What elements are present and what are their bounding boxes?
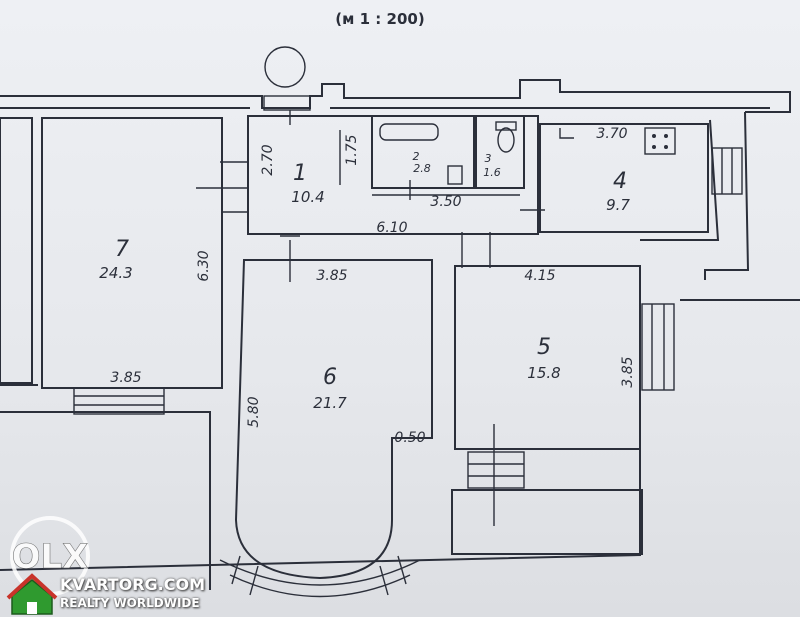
dim-kitchen-width: 3.70 [596, 126, 627, 142]
room-4 [520, 123, 743, 233]
room-4-number: 4 [613, 169, 627, 194]
dim-bath-width: 3.50 [430, 194, 461, 210]
dim-room7-width: 3.85 [110, 370, 141, 386]
room-2-area: 2.8 [413, 162, 431, 175]
room-5-area: 15.8 [527, 364, 560, 382]
dim-room6-height: 5.80 [246, 396, 262, 427]
room-7 [0, 117, 223, 415]
house-logo-icon [6, 573, 58, 615]
dim-room5-width: 4.15 [524, 268, 555, 284]
room-3 [475, 115, 525, 189]
room-3-number: 3 [485, 152, 492, 165]
watermark-tagline: REALTY WORLDWIDE [60, 596, 200, 610]
scale-label: (м 1 : 200) [335, 10, 424, 28]
room-6-number: 6 [323, 365, 337, 390]
room-5 [451, 265, 675, 555]
room-1-area: 10.4 [291, 188, 324, 206]
outer-walls [0, 79, 800, 590]
olx-watermark: OLX [10, 516, 90, 596]
dim-room6-step: 0.50 [394, 430, 425, 446]
dim-hall-right: 1.75 [344, 134, 360, 165]
room-7-area: 24.3 [99, 264, 132, 282]
dim-hall-height: 2.70 [260, 144, 276, 175]
room-4-area: 9.7 [606, 196, 630, 214]
room-7-number: 7 [115, 237, 129, 262]
dim-room5-height: 3.85 [620, 356, 636, 387]
room-2-number: 2 [413, 150, 420, 163]
dim-room7-height: 6.30 [196, 250, 212, 281]
room-3-area: 1.6 [483, 166, 501, 179]
balcony-circle [264, 46, 306, 88]
dim-room6-width: 3.85 [316, 268, 347, 284]
room-1-number: 1 [293, 161, 307, 186]
olx-logo-text: OLX [12, 537, 89, 577]
room-6 [219, 232, 491, 598]
room-5-number: 5 [537, 335, 551, 360]
room-6-area: 21.7 [313, 394, 347, 412]
watermark-site: KVARTORG.COM [60, 575, 205, 594]
dim-corridor-length: 6.10 [376, 220, 407, 236]
